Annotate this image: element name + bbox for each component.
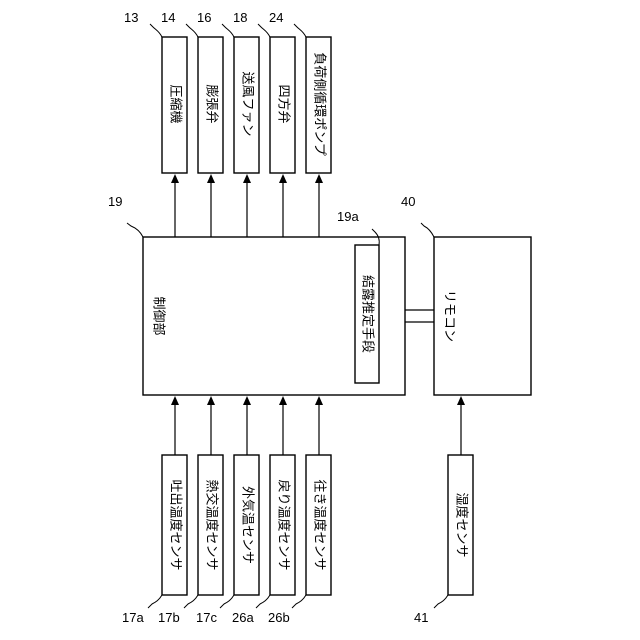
- outdoor-air-temp-sensor-label: 外気温センサ: [240, 486, 256, 564]
- return-temp-sensor-label: 戻り温度センサ: [276, 479, 292, 570]
- four-way-valve-label: 四方弁: [276, 84, 292, 123]
- ref-leader: [222, 24, 234, 37]
- blower-fan-label: 送風ファン: [240, 71, 255, 136]
- ref-16: 16: [197, 10, 211, 25]
- compressor-label: 圧縮機: [168, 84, 184, 123]
- ref-leader: [434, 595, 448, 608]
- ref-18: 18: [233, 10, 247, 25]
- humidity-sensor-block: 湿度センサ 41: [414, 396, 473, 625]
- arrow-head: [279, 174, 287, 183]
- ref-13: 13: [124, 10, 138, 25]
- controller-label: 制御部: [151, 296, 166, 335]
- ref-17c: 17c: [196, 610, 217, 625]
- ref-17b: 17b: [158, 610, 180, 625]
- ref-leader: [421, 223, 434, 237]
- remote-block: リモコン 40: [401, 194, 531, 395]
- sensor-discharge-temp: 吐出温度センサ 17a: [122, 396, 187, 625]
- arrow-head: [315, 174, 323, 183]
- ref-14: 14: [161, 10, 175, 25]
- discharge-temp-sensor-label: 吐出温度センサ: [168, 479, 184, 570]
- arrow-head: [243, 396, 251, 405]
- output-block-compressor: 圧縮機 13: [124, 10, 187, 237]
- ref-19a: 19a: [337, 209, 359, 224]
- ref-leader: [294, 24, 306, 37]
- ref-24: 24: [269, 10, 283, 25]
- remote-label: リモコン: [442, 290, 457, 342]
- ref-leader: [150, 24, 162, 37]
- ref-leader: [220, 595, 234, 608]
- ref-40: 40: [401, 194, 415, 209]
- supply-temp-sensor-label: 往き温度センサ: [312, 479, 328, 570]
- arrow-head: [207, 174, 215, 183]
- estimator-label: 結露推定手段: [360, 275, 375, 353]
- ref-leader: [148, 595, 162, 608]
- arrow-head: [279, 396, 287, 405]
- heat-exchanger-temp-sensor-label: 熱交温度センサ: [204, 479, 220, 570]
- arrow-head: [243, 174, 251, 183]
- expansion-valve-label: 膨張弁: [204, 84, 219, 123]
- ref-leader: [186, 24, 198, 37]
- ref-leader: [292, 595, 306, 608]
- ref-17a: 17a: [122, 610, 144, 625]
- ref-leader: [256, 595, 270, 608]
- controller-remote-link: [405, 310, 434, 322]
- load-pump-label: 負荷側循環ポンプ: [312, 52, 327, 156]
- arrow-head: [207, 396, 215, 405]
- arrow-head: [457, 396, 465, 405]
- ref-leader: [127, 223, 143, 237]
- ref-26b: 26b: [268, 610, 290, 625]
- arrow-head: [315, 396, 323, 405]
- arrow-head: [171, 396, 179, 405]
- ref-leader: [184, 595, 198, 608]
- ref-leader: [258, 24, 270, 37]
- arrow-head: [171, 174, 179, 183]
- ref-19: 19: [108, 194, 122, 209]
- ref-41: 41: [414, 610, 428, 625]
- humidity-sensor-label: 湿度センサ: [454, 492, 470, 557]
- ref-26a: 26a: [232, 610, 254, 625]
